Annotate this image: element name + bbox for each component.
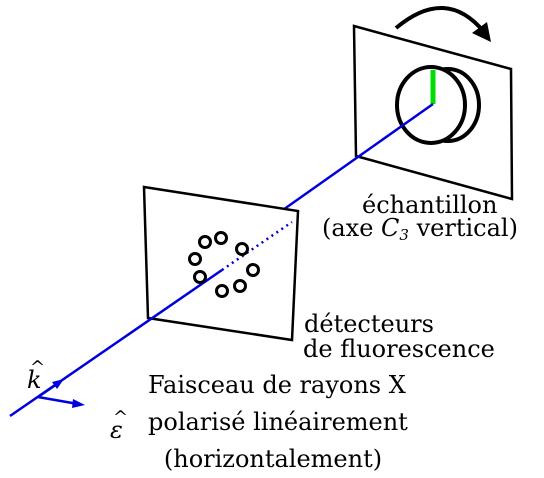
sample-label-line1: échantillon (362, 191, 498, 219)
sample-label-pre: (axe (322, 214, 382, 242)
sample-label-line2: (axe C3 vertical) (322, 216, 518, 247)
detector (198, 235, 212, 249)
k-hat-symbol: k (27, 356, 45, 392)
beam-label-line1: Faisceau de rayons X (148, 371, 406, 399)
k-vector-head (52, 379, 64, 389)
detector (215, 284, 229, 298)
beam-segment-rear (262, 102, 434, 226)
detector (235, 242, 249, 256)
detector-ring (188, 231, 260, 298)
detector (188, 252, 202, 266)
epsilon-hat-label: ε (110, 406, 128, 442)
epsilon-hat-symbol: ε (110, 406, 128, 442)
detector (246, 263, 260, 277)
detectors-label-line2: de fluorescence (303, 335, 495, 363)
detector-plane (142, 185, 300, 342)
sample-axis-sub: 3 (399, 226, 409, 244)
detector (233, 279, 247, 293)
sample-axis-letter: C (381, 214, 400, 242)
detector (214, 231, 228, 245)
beam-label-line2: polarisé linéairement (148, 408, 408, 436)
detector (193, 270, 207, 284)
rotation-arrow (394, 6, 486, 34)
beam-label-line3: (horizontalement) (163, 445, 383, 473)
beam-segment-dotted (221, 220, 293, 272)
polarization-vector (37, 395, 79, 406)
sample-label-post: vertical) (408, 214, 518, 242)
detectors-label-line1: détecteurs (304, 310, 434, 338)
k-hat-label: k (27, 356, 45, 392)
rotation-arrowhead (472, 22, 491, 42)
polarization-vector-head (72, 399, 85, 408)
